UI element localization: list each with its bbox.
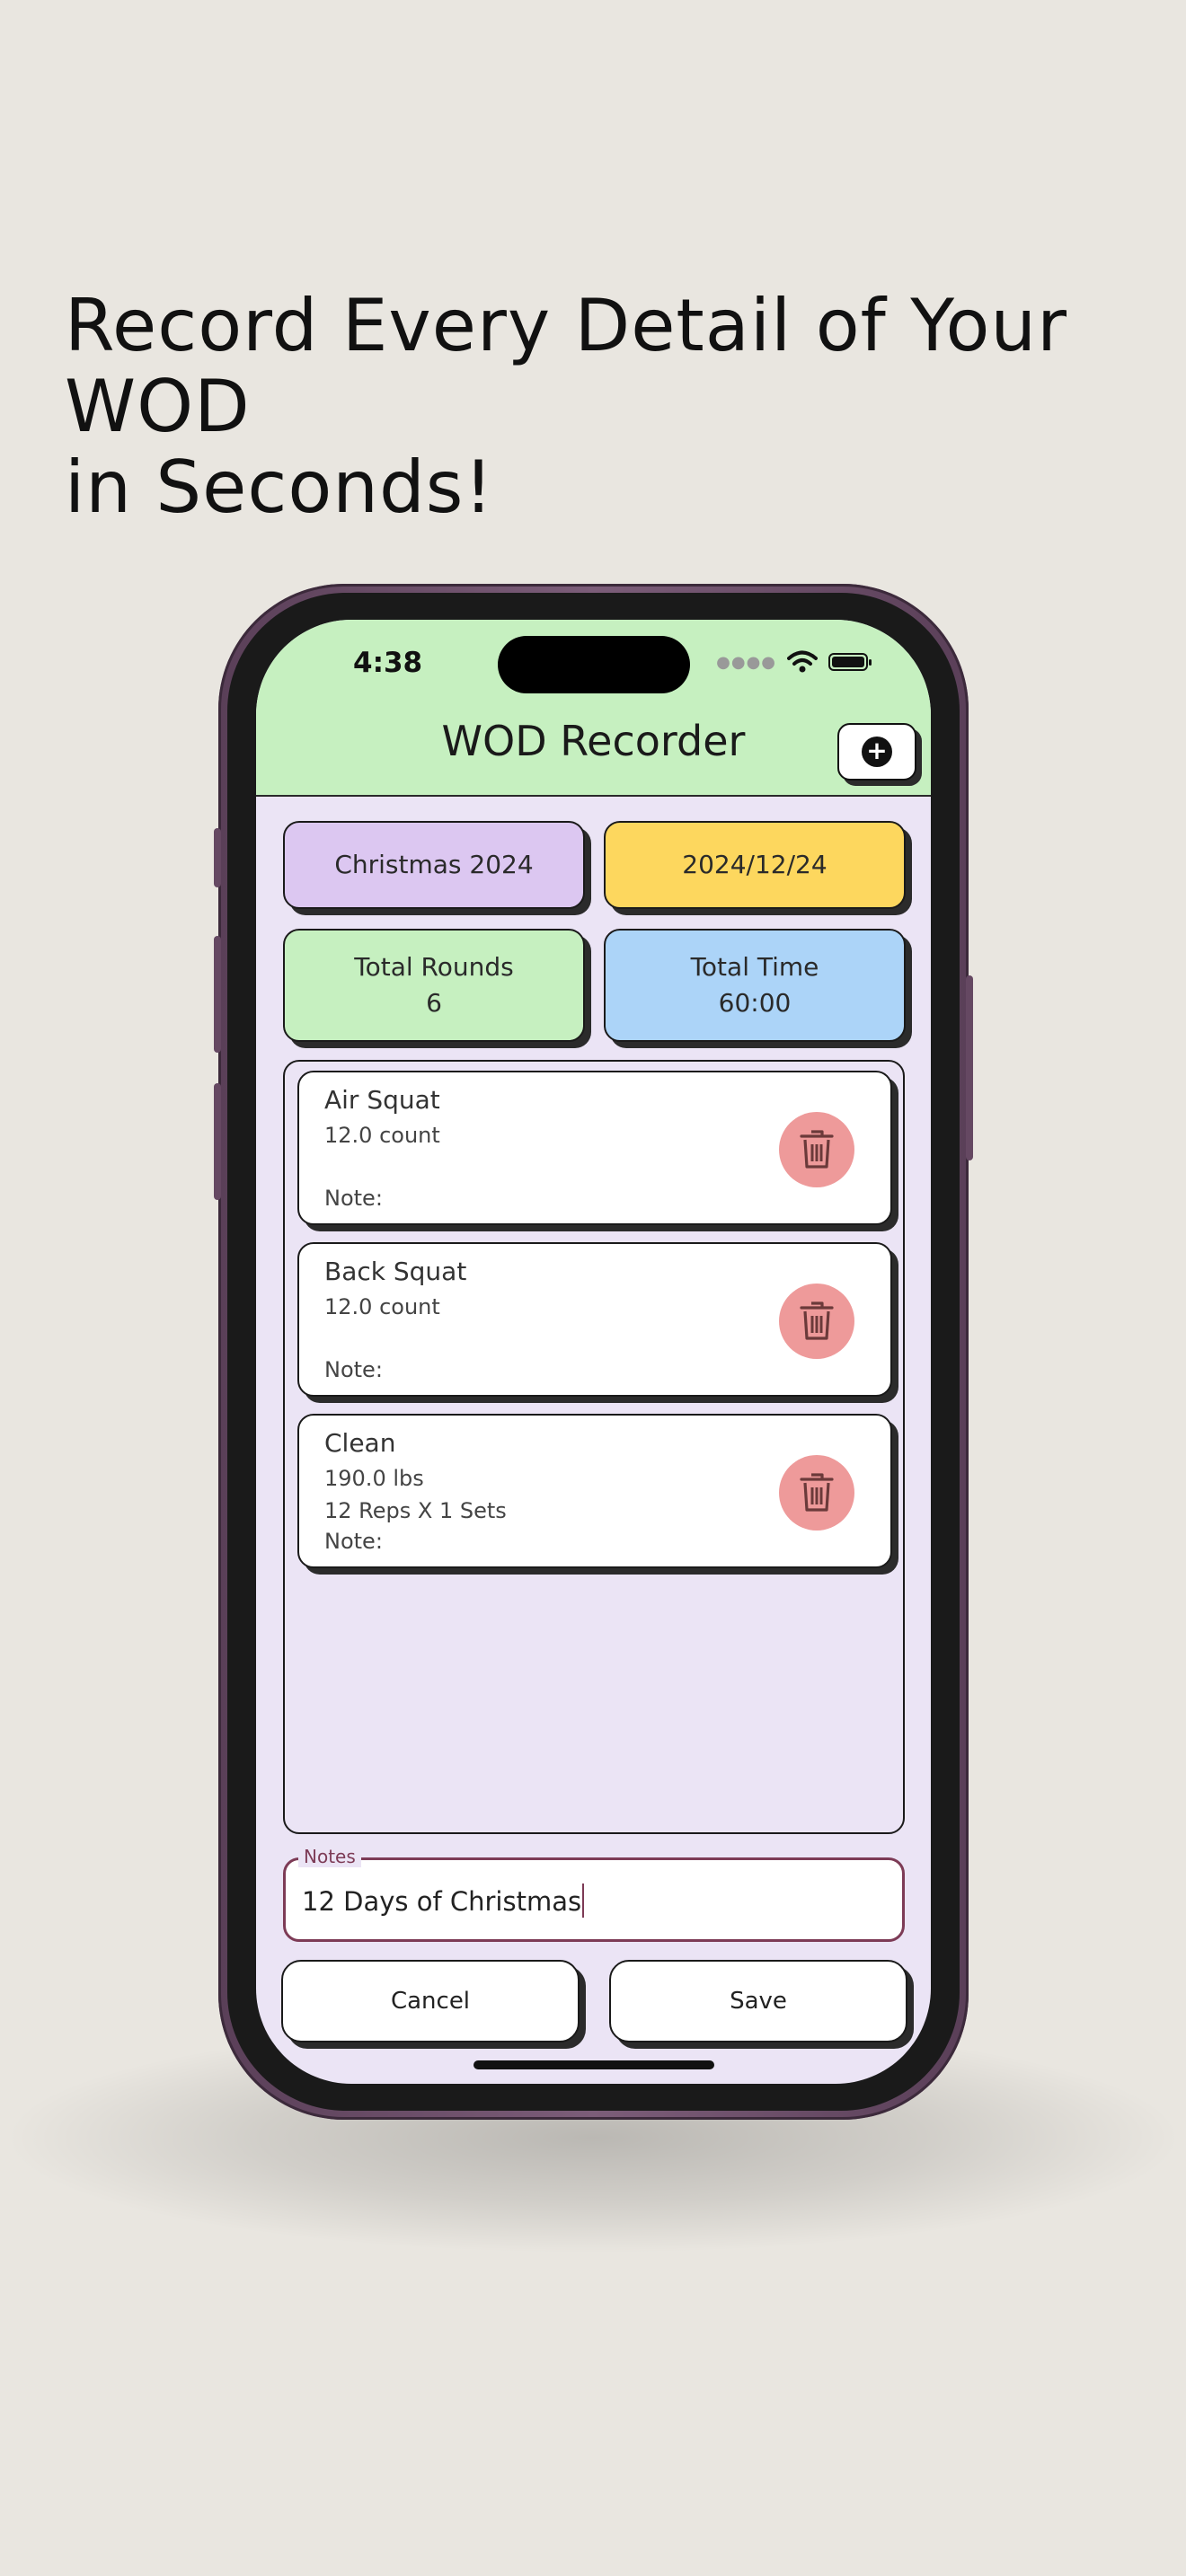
total-rounds-value: 6 — [426, 988, 442, 1018]
notes-label: Notes — [298, 1846, 361, 1867]
add-exercise-button[interactable]: + — [837, 723, 916, 781]
power-button — [966, 975, 973, 1160]
total-rounds-card[interactable]: Total Rounds 6 — [283, 929, 585, 1042]
home-indicator[interactable] — [474, 2060, 714, 2069]
workout-name-card[interactable]: Christmas 2024 — [283, 821, 585, 909]
text-caret — [582, 1883, 585, 1918]
volume-down-button — [214, 1083, 221, 1200]
total-time-value: 60:00 — [718, 988, 792, 1018]
exercise-detail: 12.0 count — [324, 1123, 440, 1148]
promo-headline-line2: in Seconds! — [65, 446, 494, 529]
promo-headline-line1: Record Every Detail of Your WOD — [65, 284, 1068, 448]
trash-icon — [800, 1130, 834, 1169]
exercise-name: Air Squat — [324, 1085, 440, 1115]
delete-exercise-button[interactable] — [779, 1112, 854, 1187]
exercise-card[interactable]: Clean 190.0 lbs 12 Reps X 1 Sets Note: — [297, 1414, 892, 1568]
trash-icon — [800, 1301, 834, 1340]
exercise-note: Note: — [324, 1529, 383, 1554]
promo-headline: Record Every Detail of Your WOD in Secon… — [65, 286, 1161, 528]
cancel-button[interactable]: Cancel — [281, 1960, 580, 2042]
navigation-bar: 4:38 ●●●● WOD Recorder + — [256, 620, 931, 797]
delete-exercise-button[interactable] — [779, 1284, 854, 1359]
dynamic-island — [498, 636, 690, 693]
app-screen: 4:38 ●●●● WOD Recorder + Christmas 2024 … — [256, 620, 931, 2084]
exercise-name: Back Squat — [324, 1257, 467, 1286]
notes-field[interactable]: Notes 12 Days of Christmas — [283, 1846, 905, 1942]
action-button — [214, 828, 221, 887]
save-button-label: Save — [730, 1988, 787, 2015]
save-button[interactable]: Save — [609, 1960, 907, 2042]
workout-date: 2024/12/24 — [682, 850, 828, 879]
exercise-note: Note: — [324, 1357, 383, 1382]
exercise-list[interactable]: Air Squat 12.0 count Note: Back Squat 12… — [283, 1060, 905, 1834]
cancel-button-label: Cancel — [390, 1988, 471, 2015]
wifi-icon — [787, 650, 818, 673]
notes-input-wrap[interactable]: 12 Days of Christmas — [302, 1883, 585, 1918]
exercise-name: Clean — [324, 1428, 396, 1458]
exercise-reps-sets: 12 Reps X 1 Sets — [324, 1498, 507, 1523]
notes-input[interactable]: 12 Days of Christmas — [302, 1886, 582, 1917]
delete-exercise-button[interactable] — [779, 1455, 854, 1531]
exercise-detail: 190.0 lbs — [324, 1466, 424, 1491]
status-time: 4:38 — [353, 647, 423, 679]
status-icons: ●●●● — [716, 650, 872, 674]
workout-name: Christmas 2024 — [334, 850, 534, 879]
app-title: WOD Recorder — [441, 717, 746, 765]
volume-up-button — [214, 936, 221, 1053]
total-time-label: Total Time — [690, 952, 819, 982]
plus-circle-icon: + — [862, 737, 892, 767]
battery-icon — [828, 653, 872, 671]
exercise-detail: 12.0 count — [324, 1294, 440, 1319]
signal-dots-icon: ●●●● — [716, 652, 776, 672]
exercise-card[interactable]: Back Squat 12.0 count Note: — [297, 1242, 892, 1397]
workout-date-card[interactable]: 2024/12/24 — [604, 821, 906, 909]
total-rounds-label: Total Rounds — [354, 952, 514, 982]
total-time-card[interactable]: Total Time 60:00 — [604, 929, 906, 1042]
exercise-note: Note: — [324, 1186, 383, 1211]
trash-icon — [800, 1473, 834, 1512]
exercise-card[interactable]: Air Squat 12.0 count Note: — [297, 1071, 892, 1225]
